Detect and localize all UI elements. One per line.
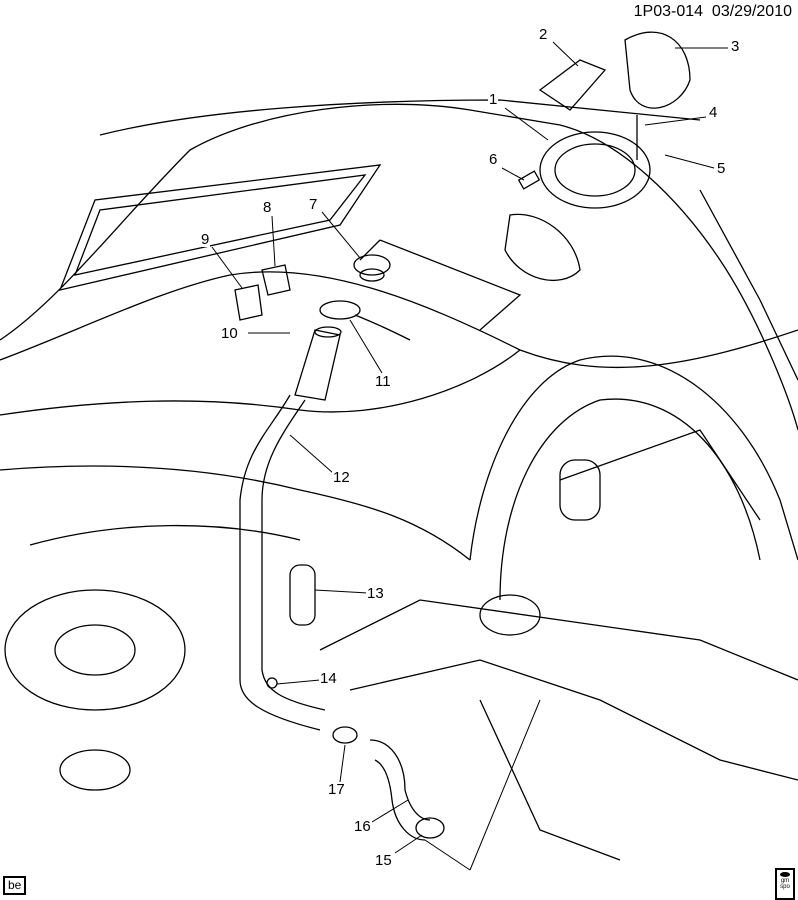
- callout-9: 9: [200, 231, 211, 248]
- callout-2: 2: [538, 26, 549, 43]
- leader-lines: [211, 41, 728, 871]
- callout-12: 12: [332, 469, 351, 486]
- callout-1: 1: [488, 91, 499, 108]
- callout-4: 4: [708, 104, 719, 121]
- callout-7: 7: [308, 196, 319, 213]
- callout-8: 8: [262, 199, 273, 216]
- callout-13: 13: [366, 585, 385, 602]
- filler-parts: [234, 254, 445, 841]
- diagram-date: 03/29/2010: [711, 3, 792, 20]
- diagram-header: 1P03-014 03/29/2010: [634, 3, 792, 21]
- callout-11: 11: [374, 373, 392, 390]
- callout-6: 6: [488, 151, 499, 168]
- page-tag: be: [3, 876, 27, 895]
- callout-5: 5: [716, 160, 727, 177]
- fuel-door-housing: [517, 31, 691, 209]
- callout-16: 16: [353, 818, 372, 835]
- body-panel-lines: [0, 99, 798, 601]
- callout-10: 10: [220, 325, 239, 342]
- callout-15: 15: [374, 852, 393, 869]
- callout-17: 17: [327, 781, 346, 798]
- callout-3: 3: [730, 38, 741, 55]
- callout-14: 14: [319, 670, 338, 687]
- underbody-lines: [4, 429, 798, 861]
- diagram-code: 1P03-014: [633, 3, 704, 20]
